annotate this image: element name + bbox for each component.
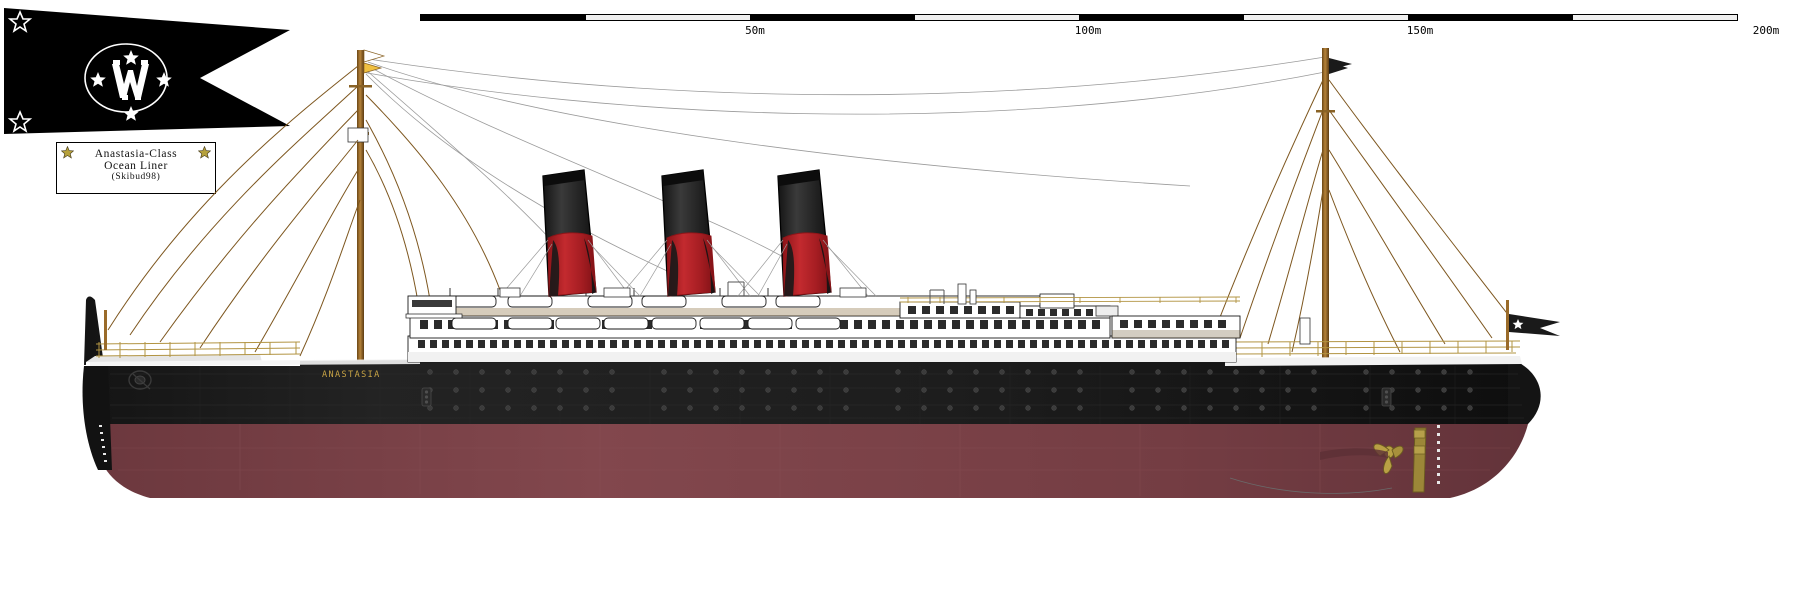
scale-label-200: 200m [1752, 24, 1780, 37]
fore-mast [347, 49, 386, 368]
stern-contour [1229, 477, 1393, 494]
funnel-guy-wires [499, 239, 877, 297]
funnel-2 [661, 169, 716, 297]
scale-label-150: 150m [1406, 24, 1434, 37]
propeller-and-rudder [1229, 427, 1427, 494]
draft-marks-stern [1437, 425, 1440, 484]
bridge [405, 295, 463, 319]
plate-star-left [61, 146, 74, 159]
promenade-windows [418, 340, 1229, 348]
lifeboats [449, 288, 841, 330]
scale-segment [914, 15, 1079, 20]
boat-deck-planking [420, 308, 1040, 316]
flag-corner-star-bottom [7, 109, 33, 133]
plate-line-class: Anastasia-Class [94, 148, 178, 160]
plate-star-right [198, 146, 211, 159]
bow-railing [95, 341, 301, 358]
flag-corner-star-top [7, 9, 33, 33]
jackstaff [104, 310, 107, 350]
hull-name-text: ANASTASIA [322, 370, 381, 380]
draft-marks-bow [99, 425, 107, 462]
plate-line-author: (Skibud98) [111, 172, 161, 183]
plate-line-type: Ocean Liner [104, 160, 168, 173]
funnel-1 [542, 169, 597, 297]
porthole-grid [427, 369, 1473, 411]
aft-deckhouses [727, 281, 1311, 345]
flag-emblem-stars [90, 50, 172, 121]
scale-label-50: 50m [745, 24, 765, 37]
promenade-deck-lower [408, 352, 1236, 362]
gangway-door [1381, 387, 1392, 407]
stern-flagstaff [1506, 300, 1560, 350]
hull-plating [110, 373, 1524, 419]
funnel-3 [777, 169, 832, 297]
rudder [1412, 427, 1427, 493]
bow-stem [82, 366, 112, 470]
lower-hull-plating [112, 424, 1510, 497]
scale-bar [420, 14, 1738, 21]
scale-segment [1243, 15, 1408, 20]
stern-counter [1508, 358, 1541, 424]
scale-segment [585, 15, 750, 20]
house-flag [0, 0, 290, 140]
shaft-bossing [1320, 448, 1388, 460]
hull-butt-seams [199, 366, 1456, 424]
scale-label-100: 100m [1074, 24, 1102, 37]
stern-deck-strip [1225, 356, 1522, 366]
standing-rigging [107, 65, 1521, 357]
scale-segment [1572, 15, 1737, 20]
main-mast [1316, 48, 1352, 370]
deck-skylights [499, 287, 867, 298]
lower-hull [95, 424, 1529, 498]
flag-monogram-w [112, 60, 149, 100]
gangway-door-forward [421, 387, 432, 407]
bulwark [90, 359, 420, 366]
aerial-wires [361, 56, 1326, 287]
title-plate: Anastasia-Class Ocean Liner (Skibud98) [56, 142, 216, 194]
anchor [128, 370, 152, 390]
stern-railing [1229, 340, 1521, 357]
